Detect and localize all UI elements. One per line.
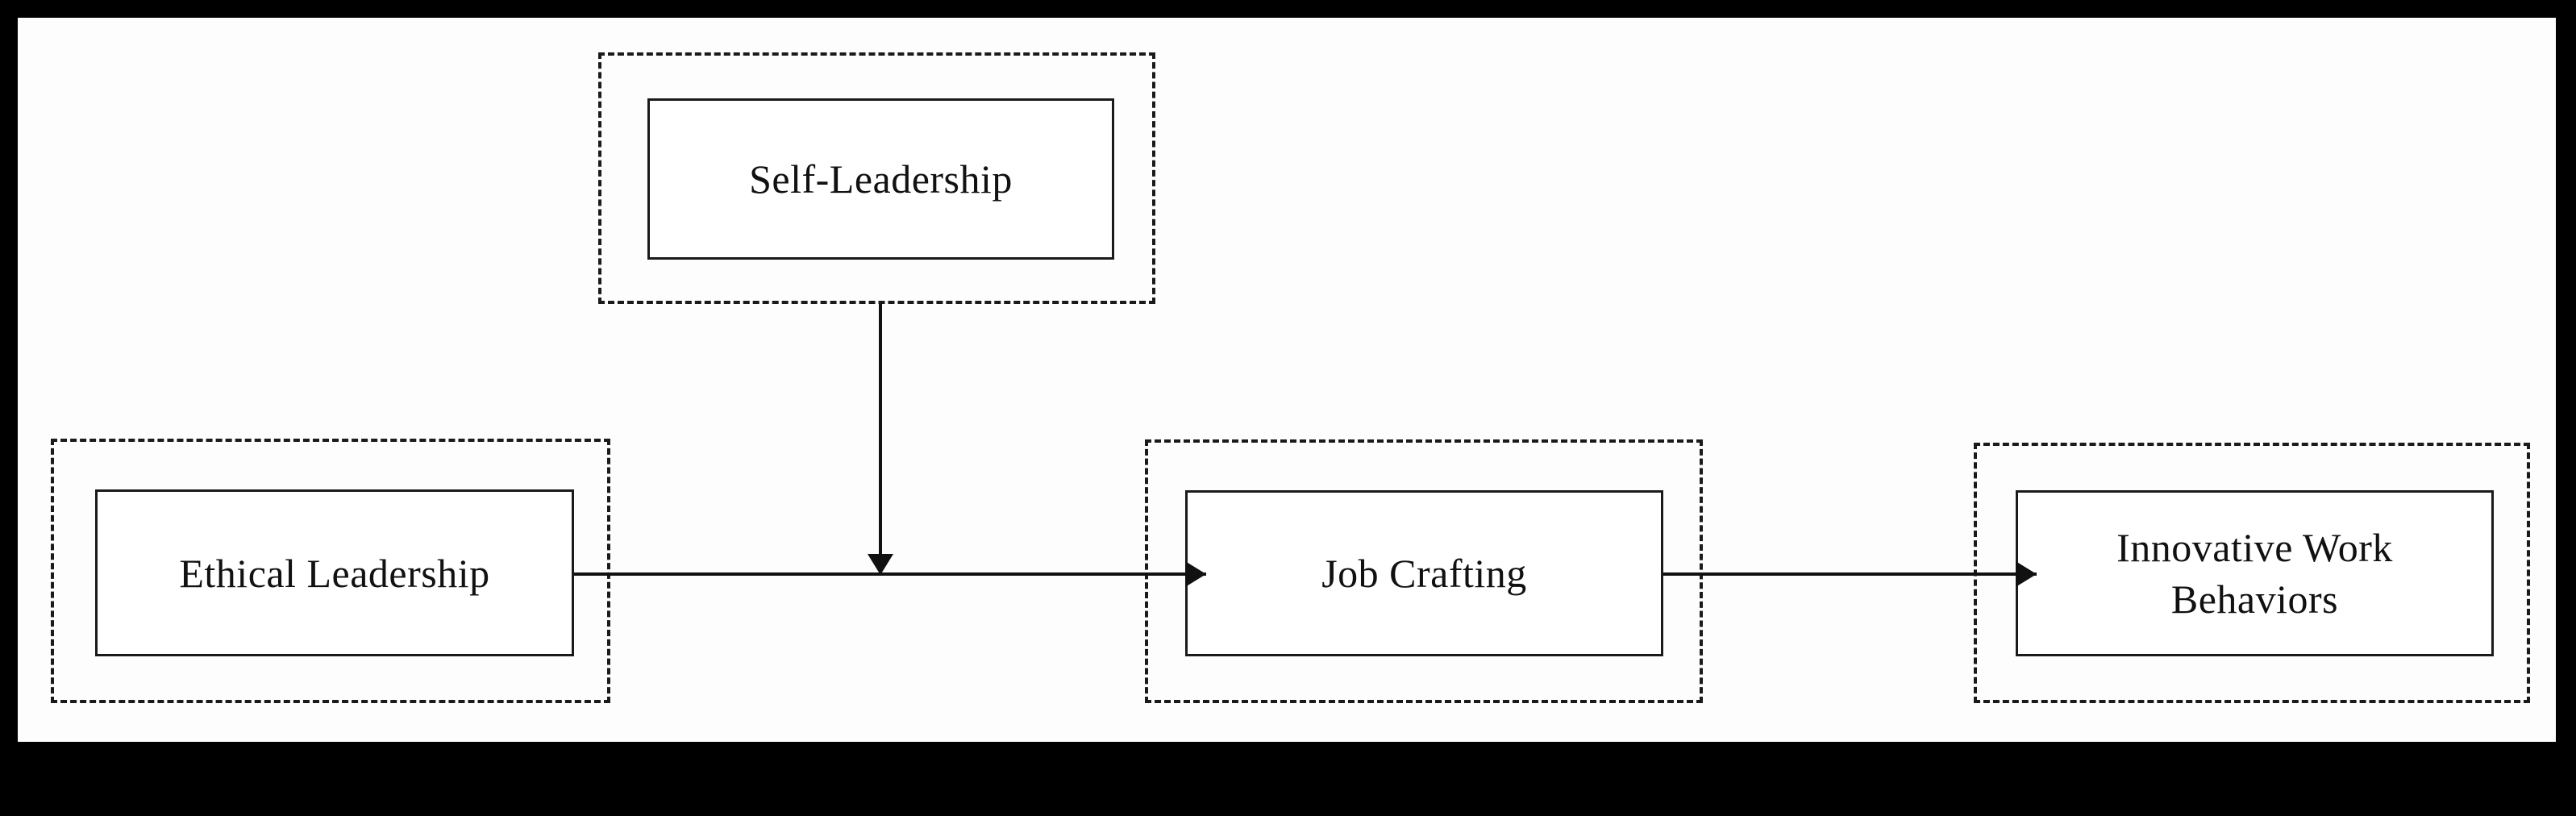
variable-label-self-leadership: Self-Leadership <box>749 156 1013 202</box>
variable-box-job-crafting[interactable]: Job Crafting <box>1185 490 1663 656</box>
diagram-canvas: Self-Leadership Ethical Leadership Job C… <box>18 18 2556 742</box>
arrowhead-right-icon-ethical-leadership-to-job-crafting <box>1185 561 1206 587</box>
variable-label-innovative-work-behaviors: Innovative Work Behaviors <box>2116 525 2393 622</box>
variable-box-innovative-work-behaviors[interactable]: Innovative Work Behaviors <box>2016 490 2494 656</box>
arrowhead-down-icon-self-leadership-moderation <box>868 554 893 575</box>
construct-container-self-leadership <box>598 52 1155 304</box>
variable-box-self-leadership[interactable]: Self-Leadership <box>647 98 1114 260</box>
link-line-self-leadership-moderation <box>879 304 882 562</box>
variable-label-job-crafting: Job Crafting <box>1321 551 1527 596</box>
construct-container-job-crafting <box>1145 439 1703 703</box>
construct-container-ethical-leadership <box>51 439 610 703</box>
variable-label-ethical-leadership: Ethical Leadership <box>179 550 490 596</box>
arrowhead-right-icon-job-crafting-to-innovative-work-behaviors <box>2016 561 2037 587</box>
variable-box-ethical-leadership[interactable]: Ethical Leadership <box>95 489 574 656</box>
link-line-job-crafting-to-innovative-work-behaviors <box>1663 572 2037 576</box>
